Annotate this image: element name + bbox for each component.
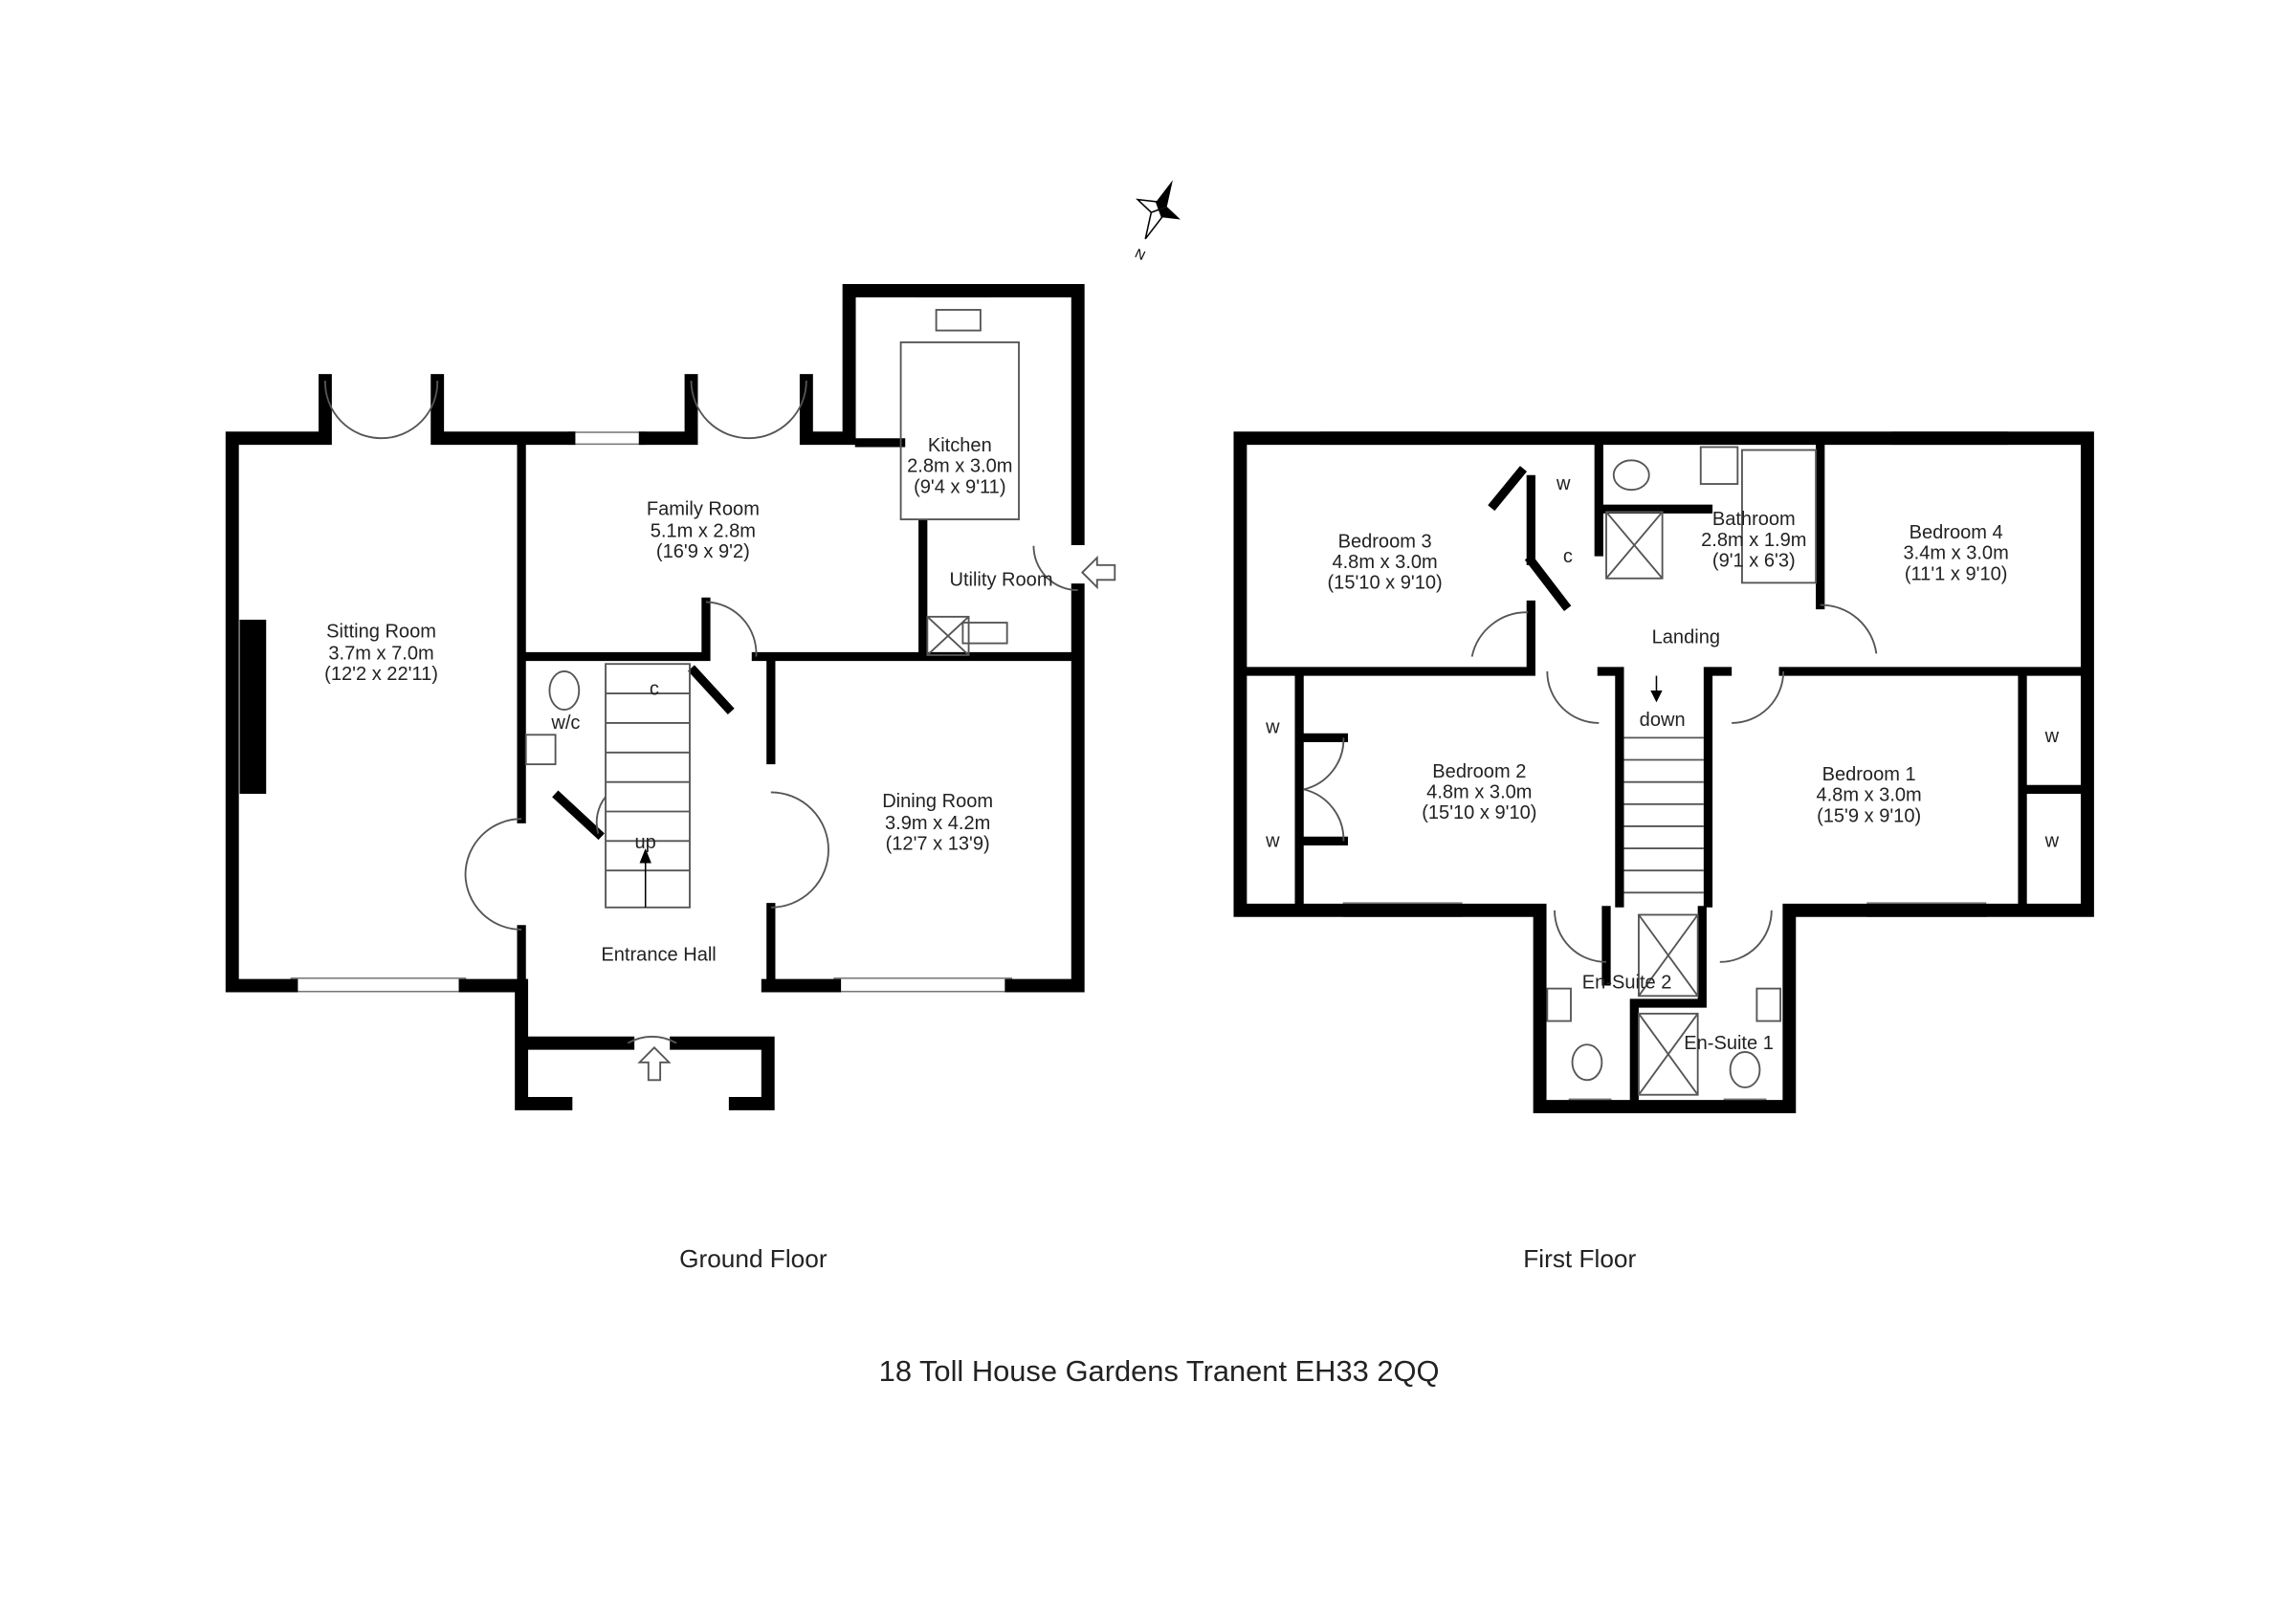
first-floor-caption: First Floor <box>1523 1244 1636 1273</box>
first-floor-stairs <box>1623 675 1704 894</box>
room-name: Kitchen <box>928 435 992 456</box>
room-imperial: (11'1 x 9'10) <box>1905 563 2008 584</box>
room-name: Dining Room <box>882 791 993 812</box>
wardrobe-mark: w <box>2044 831 2060 852</box>
cupboard-mark: c <box>1563 546 1573 567</box>
room-imperial: (9'1 x 6'3) <box>1712 550 1796 571</box>
room-name: Landing <box>1652 627 1720 648</box>
room-name: Bedroom 2 <box>1432 761 1526 782</box>
wardrobe-mark: w <box>1556 473 1571 494</box>
svg-text:N: N <box>1133 245 1148 263</box>
room-name: En-Suite 1 <box>1684 1033 1774 1054</box>
room-metric: 3.7m x 7.0m <box>328 644 433 665</box>
compass-north-arrow-icon: N <box>1133 180 1181 263</box>
room-imperial: (15'10 x 9'10) <box>1422 802 1536 823</box>
ground-stairs <box>605 663 691 909</box>
room-metric: 3.4m x 3.0m <box>1903 543 2008 564</box>
room-metric: 2.8m x 3.0m <box>907 456 1012 477</box>
room-name: Bedroom 4 <box>1910 522 2003 543</box>
room-name: Sitting Room <box>326 621 436 642</box>
stairs-mark: down <box>1640 710 1686 731</box>
room-metric: 3.9m x 4.2m <box>885 813 990 834</box>
ground-floor-caption: Ground Floor <box>679 1244 828 1273</box>
room-name: Entrance Hall <box>601 944 716 965</box>
room-imperial: (9'4 x 9'11) <box>914 476 1005 497</box>
room-imperial: (12'7 x 13'9) <box>886 834 990 855</box>
room-metric: 4.8m x 3.0m <box>1816 785 1921 806</box>
room-metric: 4.8m x 3.0m <box>1332 552 1437 573</box>
room-name: Family Room <box>647 498 760 519</box>
room-metric: 4.8m x 3.0m <box>1426 782 1532 803</box>
room-imperial: (15'9 x 9'10) <box>1817 805 1921 826</box>
ground-floor-plan: Sitting Room 3.7m x 7.0m (12'2 x 22'11) … <box>225 283 1116 1110</box>
room-name: Bedroom 1 <box>1822 764 1916 785</box>
cupboard-mark: c <box>650 679 659 700</box>
room-name: Bathroom <box>1712 509 1796 530</box>
wardrobe-mark: w <box>2044 726 2060 747</box>
room-name: Bedroom 3 <box>1338 531 1432 552</box>
room-name: Utility Room <box>949 569 1052 590</box>
room-imperial: (16'9 x 9'2) <box>656 541 750 562</box>
room-metric: 5.1m x 2.8m <box>651 521 756 542</box>
wardrobe-mark: w <box>1265 831 1280 852</box>
room-imperial: (15'10 x 9'10) <box>1327 573 1442 594</box>
room-imperial: (12'2 x 22'11) <box>324 664 438 685</box>
first-floor-plan: Bedroom 3 4.8m x 3.0m (15'10 x 9'10) Bat… <box>1233 431 2094 1113</box>
property-address: 18 Toll House Gardens Tranent EH33 2QQ <box>879 1354 1440 1388</box>
room-name: En-Suite 2 <box>1582 973 1672 994</box>
room-metric: 2.8m x 1.9m <box>1701 530 1806 551</box>
stairs-mark: up <box>635 832 656 853</box>
wardrobe-mark: w <box>1265 717 1280 738</box>
room-name: w/c <box>550 713 580 734</box>
